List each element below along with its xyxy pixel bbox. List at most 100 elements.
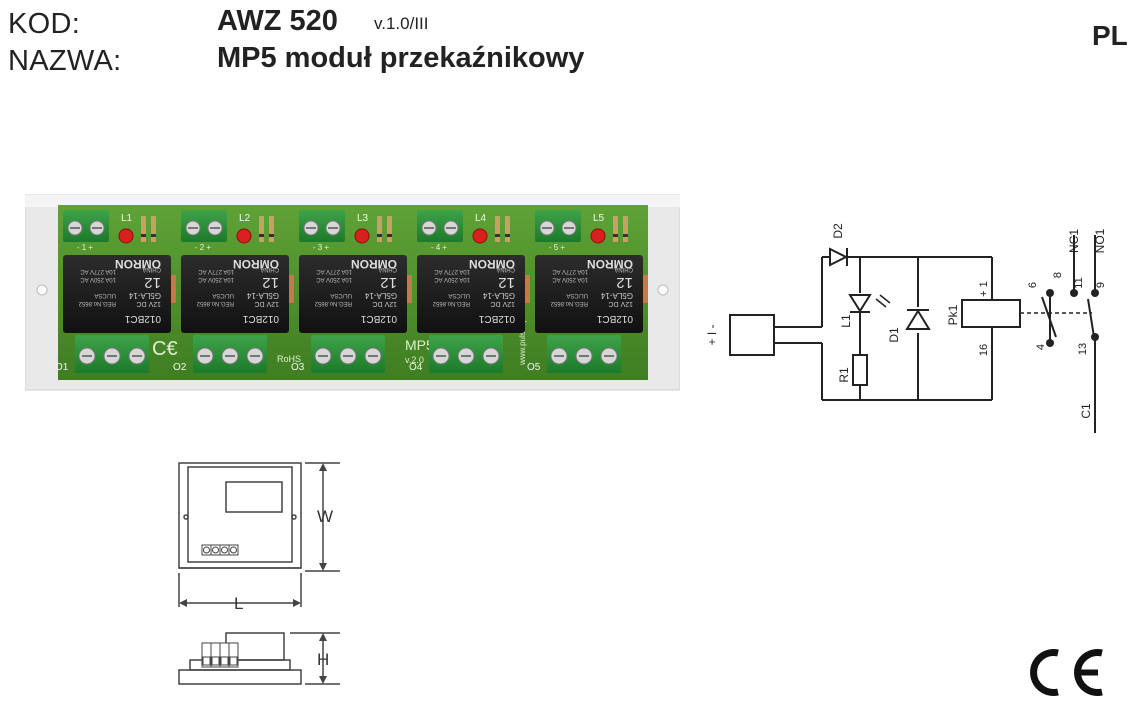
- relay-brand: OMRON: [587, 257, 633, 271]
- input-terminal: [63, 210, 109, 242]
- relay-reg: REG.No.8652: [314, 300, 352, 306]
- diode: [495, 216, 500, 242]
- diode: [623, 216, 628, 242]
- maker-label: www.pulsar.pl: [518, 316, 527, 366]
- diode: [269, 216, 274, 242]
- relay-serial: 012BC1: [242, 313, 279, 324]
- relay-brand: OMRON: [469, 257, 515, 271]
- relay-reg: REG.No.8652: [550, 300, 588, 306]
- resistor: [407, 275, 412, 303]
- relay-brand: OMRON: [233, 257, 279, 271]
- output-terminal: [193, 335, 267, 373]
- dimension-drawing-side: H: [178, 632, 340, 685]
- dimension-drawing-front: W L: [178, 462, 340, 613]
- relay-reg: REG.No.8652: [432, 300, 470, 306]
- led-label: L1: [121, 213, 133, 224]
- relay-serial: 012BC1: [124, 313, 161, 324]
- relay-model: G5LA-14: [600, 291, 633, 300]
- relay-origin: CHINA: [614, 266, 633, 272]
- led-l1: [848, 294, 872, 313]
- relay-origin: CHINA: [260, 266, 279, 272]
- schem-pin9: 9: [1095, 282, 1107, 288]
- relay-coil-pk1: [961, 299, 1021, 328]
- relay-cert: UL/CSA: [212, 292, 234, 298]
- input-polarity-label: - 5 +: [549, 243, 566, 252]
- input-polarity-label: - 1 +: [77, 243, 94, 252]
- language-code: PL: [1092, 20, 1128, 51]
- led-label: L2: [239, 213, 251, 224]
- diode: [505, 216, 510, 242]
- input-terminal: [181, 210, 227, 242]
- relay-serial: 012BC1: [478, 313, 515, 324]
- schem-pin4: 4: [1035, 344, 1047, 350]
- resistor: [525, 275, 530, 303]
- output-terminal: [75, 335, 149, 373]
- input-polarity-label: - 4 +: [431, 243, 448, 252]
- input-polarity-label: - 2 +: [195, 243, 212, 252]
- diode: [377, 216, 382, 242]
- relay-reg: REG.No.8652: [196, 300, 234, 306]
- resistor: [171, 275, 176, 303]
- relay-coil-code: 12: [616, 274, 633, 291]
- relay-model: G5LA-14: [364, 291, 397, 300]
- schem-pin11: 11: [1073, 277, 1085, 288]
- led-label: L4: [475, 213, 487, 224]
- relay-serial: 012BC1: [596, 313, 633, 324]
- relay-coil-code: 12: [498, 274, 515, 291]
- output-label: O4: [409, 362, 423, 373]
- status-led: [590, 228, 606, 244]
- ce-mark: [1030, 649, 1103, 696]
- schem-r1-label: R1: [837, 367, 851, 383]
- relay-rating-alt: 10A 277V AC: [552, 268, 588, 274]
- diode-d2: [829, 247, 849, 267]
- diode: [259, 216, 264, 242]
- input-terminal: [299, 210, 345, 242]
- diode: [151, 216, 156, 242]
- relay-origin: CHINA: [142, 266, 161, 272]
- output-label: O1: [55, 362, 69, 373]
- status-led: [354, 228, 370, 244]
- diode: [613, 216, 618, 242]
- relay-coil: 12V DC: [608, 300, 633, 307]
- schem-input-label: + I -: [705, 324, 719, 345]
- input-terminal: [417, 210, 463, 242]
- schem-d1-label: D1: [887, 327, 901, 343]
- relay-module-board: MP5 v.2.0 RoHS C€ www.pulsar.pl - 1 +L10…: [25, 194, 680, 391]
- relay-model: G5LA-14: [482, 291, 515, 300]
- output-terminal: [429, 335, 503, 373]
- relay-cert: UL/CSA: [448, 292, 470, 298]
- relay-rating: 10A 250V AC: [434, 276, 470, 282]
- mounting-hole-left: [36, 284, 48, 296]
- relay-coil: 12V DC: [254, 300, 279, 307]
- relay-model: G5LA-14: [128, 291, 161, 300]
- input-block: [729, 314, 775, 356]
- output-label: O2: [173, 362, 187, 373]
- relay-rating: 10A 250V AC: [198, 276, 234, 282]
- schem-pk1-label: Pk1: [946, 304, 960, 325]
- schem-pin8: 8: [1052, 272, 1064, 278]
- product-version: v.1.0/III: [374, 14, 429, 33]
- wiring-schematic: + I - D2 L1 D1 R1 Pk1 + 1 16 6 8 11 9 4 …: [705, 223, 1107, 433]
- led-label: L5: [593, 213, 605, 224]
- diode: [141, 216, 146, 242]
- output-terminal: [547, 335, 621, 373]
- status-led: [472, 228, 488, 244]
- board-model-label: MP5: [405, 337, 434, 353]
- input-terminal: [535, 210, 581, 242]
- relay-rating-alt: 10A 277V AC: [434, 268, 470, 274]
- relay-reg: REG.No.8652: [78, 300, 116, 306]
- rohs-label: RoHS: [277, 354, 301, 364]
- schem-l1-label: L1: [839, 314, 853, 328]
- dimension-l-label: L: [234, 594, 243, 613]
- output-label: O5: [527, 362, 541, 373]
- relay-origin: CHINA: [496, 266, 515, 272]
- schem-no1: NO1: [1093, 228, 1107, 253]
- resistor-r1: [852, 354, 868, 386]
